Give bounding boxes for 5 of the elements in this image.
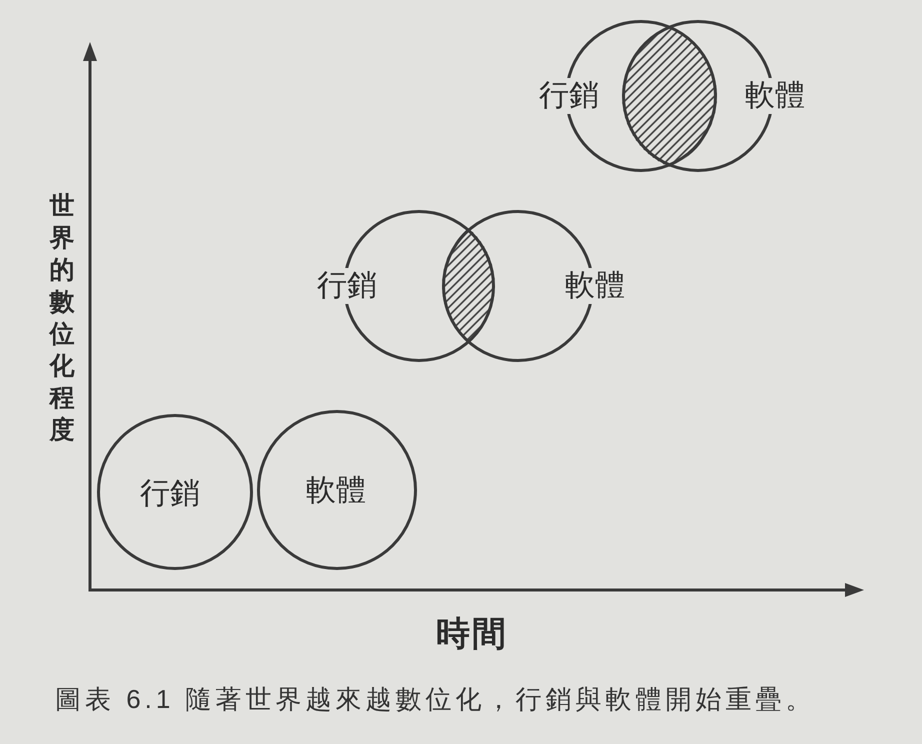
axis-label: 世界的數位化程度 <box>48 190 76 446</box>
venn-circle <box>97 414 253 570</box>
caption: 圖表 6.1 隨著世界越來越數位化，行銷與軟體開始重疊。 <box>55 686 816 712</box>
axis-label: 時間 <box>436 617 508 651</box>
venn-circle <box>257 410 417 570</box>
